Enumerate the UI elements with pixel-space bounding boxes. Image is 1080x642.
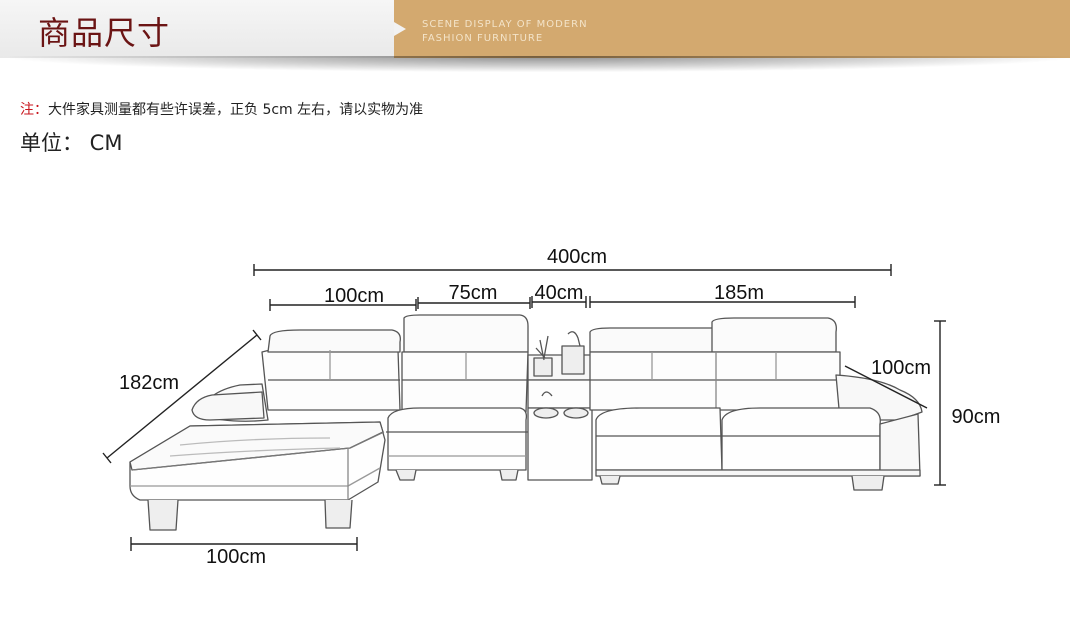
header-brand-band: SCENE DISPLAY OF MODERN FASHION FURNITUR… — [394, 0, 1070, 58]
page-title: 商品尺寸 — [38, 14, 171, 52]
dimension-lines — [102, 264, 946, 551]
measurement-note: 注：大件家具测量都有些许误差，正负 5cm 左右，请以实物为准 — [20, 99, 423, 119]
label-sofa-depth: 100cm — [871, 357, 931, 379]
label-height: 90cm — [952, 406, 1001, 428]
dimension-labels: 400cm 100cm 75cm 40cm 185m 182cm 100cm 9… — [119, 246, 1000, 568]
single-seat — [386, 314, 529, 481]
unit-label: 单位： CM — [20, 131, 123, 155]
label-chaise-bottom-width: 100cm — [206, 546, 266, 568]
label-single-seat-width: 75cm — [449, 282, 498, 304]
header-english-subtitle: SCENE DISPLAY OF MODERN FASHION FURNITUR… — [422, 18, 588, 46]
label-side-table-width: 40cm — [535, 282, 584, 304]
subtitle-line-1: SCENE DISPLAY OF MODERN — [422, 19, 588, 30]
dim-line-sofa-depth — [844, 365, 928, 409]
arrow-icon — [394, 22, 406, 36]
chaise-lounge — [129, 329, 401, 531]
note-label: 注： — [20, 102, 48, 118]
header-banner: 商品尺寸 SCENE DISPLAY OF MODERN FASHION FUR… — [0, 0, 1080, 58]
dim-line-chaise-depth — [106, 334, 258, 459]
header-title-panel: 商品尺寸 — [0, 0, 394, 58]
note-text: 大件家具测量都有些许误差，正负 5cm 左右，请以实物为准 — [48, 102, 424, 118]
label-sofa-width: 185m — [714, 282, 764, 304]
label-chaise-depth: 182cm — [119, 372, 179, 394]
side-table — [527, 331, 593, 481]
label-total-width: 400cm — [547, 246, 607, 268]
label-chaise-width: 100cm — [324, 285, 384, 307]
subtitle-line-2: FASHION FURNITURE — [422, 33, 544, 44]
header-shadow — [10, 56, 1070, 72]
sofa-illustration — [129, 314, 923, 531]
three-seat-sofa — [589, 317, 923, 491]
